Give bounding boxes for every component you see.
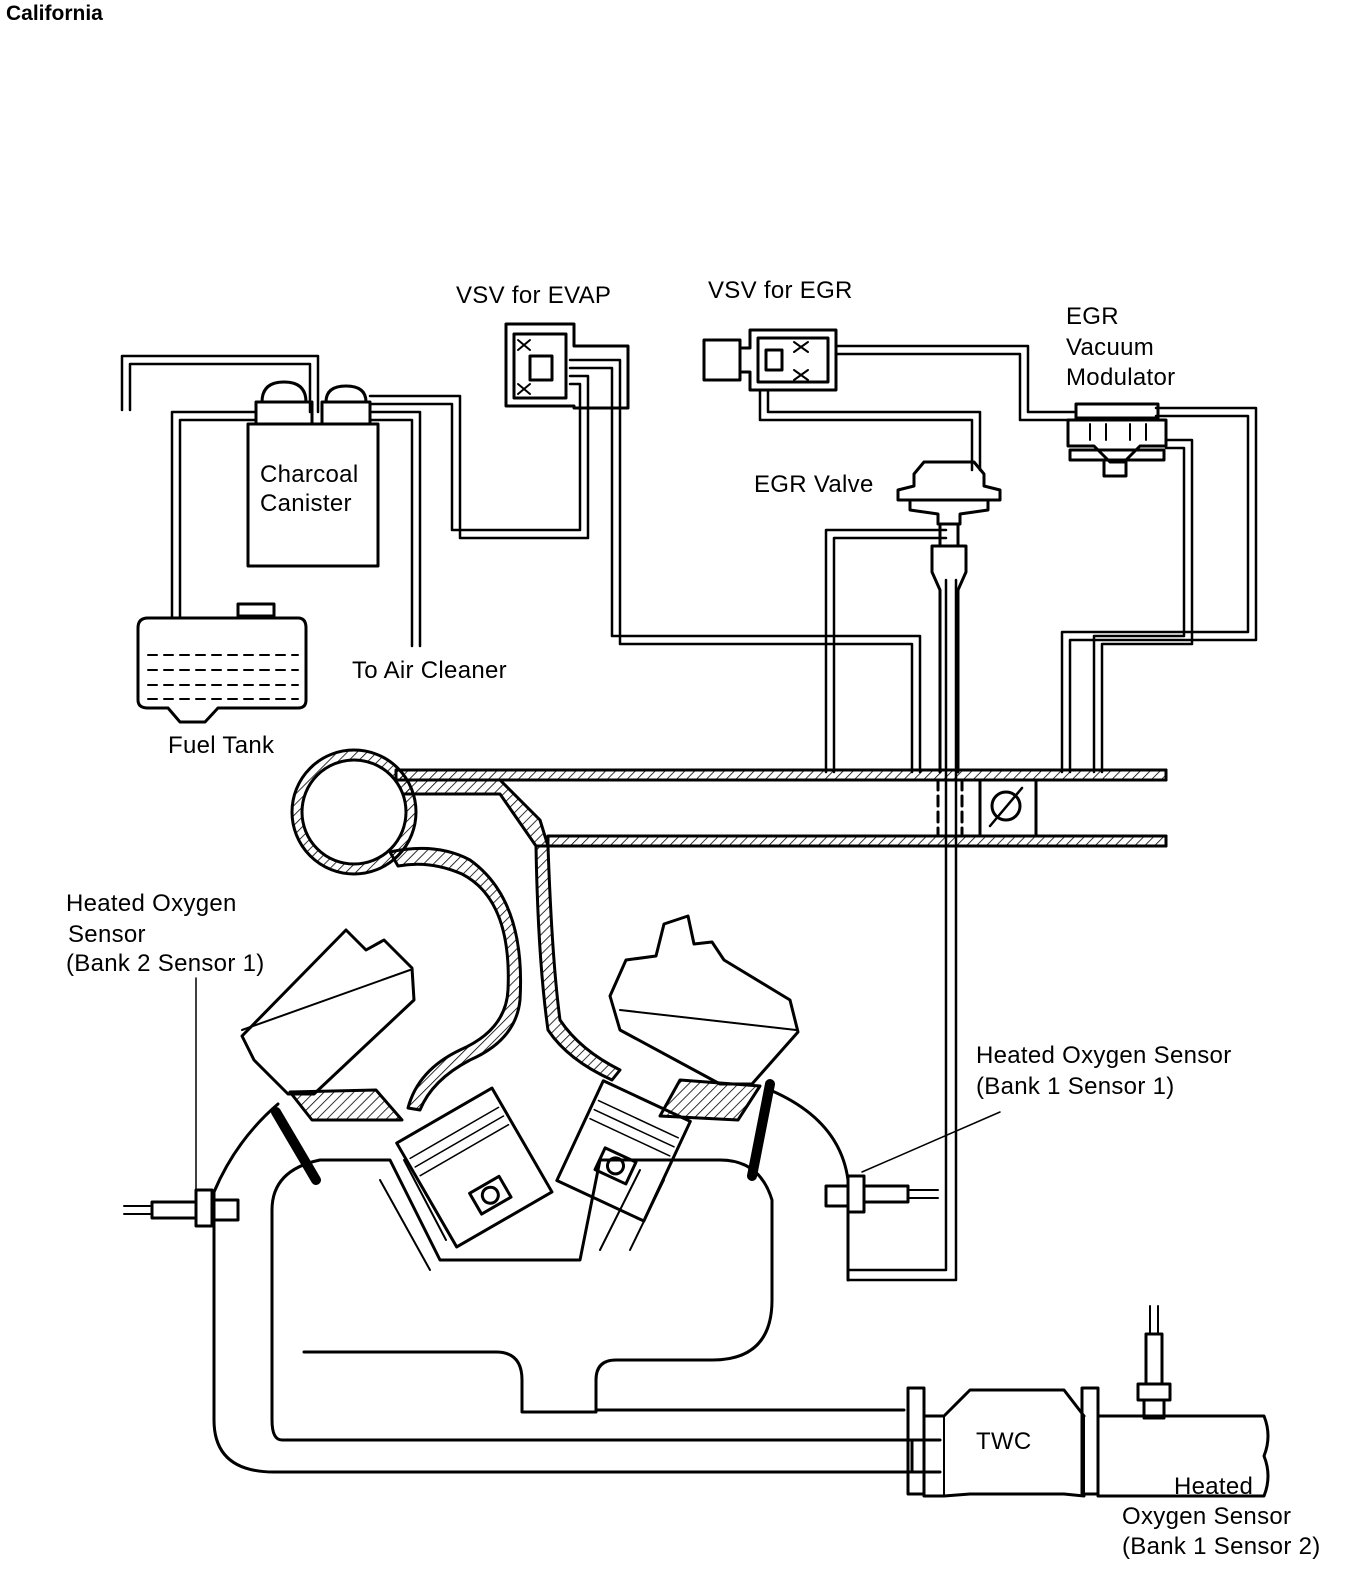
label-charcoal-canister-line1: Charcoal <box>260 461 359 488</box>
label-fuel-tank: Fuel Tank <box>168 732 275 759</box>
label-egr-vacuum-modulator-line3: Modulator <box>1066 364 1176 391</box>
cylinder-bank-2 <box>240 928 554 1271</box>
vsv-egr <box>702 328 838 392</box>
exhaust-pipe <box>906 1386 1270 1498</box>
label-egr-vacuum-modulator-line2: Vacuum <box>1066 334 1155 361</box>
label-hos-bank1-s2-line2: Oxygen Sensor <box>1122 1503 1292 1530</box>
label-egr-vacuum-modulator-line1: EGR <box>1066 303 1119 330</box>
egr-valve <box>896 460 1002 774</box>
engine-block <box>212 1088 914 1474</box>
label-hos-bank2-line1: Heated Oxygen <box>66 890 237 917</box>
page-title: California <box>6 2 103 25</box>
vsv-evap <box>504 322 630 410</box>
egr-vacuum-modulator <box>1066 402 1168 478</box>
intake-manifold <box>290 748 1168 1112</box>
label-hos-bank2-line3: (Bank 2 Sensor 1) <box>66 950 265 977</box>
evap-hoses <box>120 354 922 774</box>
label-vsv-egr: VSV for EGR <box>708 277 853 304</box>
hos-bank1-sensor2 <box>1136 1305 1172 1420</box>
egr-hoses <box>758 344 1258 1282</box>
label-hos-bank1-s2-line1: Heated <box>1174 1473 1254 1500</box>
fuel-tank <box>136 602 308 724</box>
label-vsv-evap: VSV for EVAP <box>456 282 612 309</box>
label-hos-bank2-line2: Sensor <box>68 921 146 948</box>
hos-bank2-sensor1 <box>123 977 240 1228</box>
hos-bank1-sensor1 <box>824 1111 1001 1214</box>
label-egr-valve: EGR Valve <box>754 471 874 498</box>
label-hos-bank1-s1-line2: (Bank 1 Sensor 1) <box>976 1073 1175 1100</box>
label-hos-bank1-s1-line1: Heated Oxygen Sensor <box>976 1042 1232 1069</box>
label-to-air-cleaner: To Air Cleaner <box>352 657 507 684</box>
label-charcoal-canister-line2: Canister <box>260 490 352 517</box>
label-hos-bank1-s2-line3: (Bank 1 Sensor 2) <box>1122 1533 1321 1560</box>
cylinder-bank-1 <box>555 914 800 1251</box>
label-twc: TWC <box>976 1428 1032 1455</box>
